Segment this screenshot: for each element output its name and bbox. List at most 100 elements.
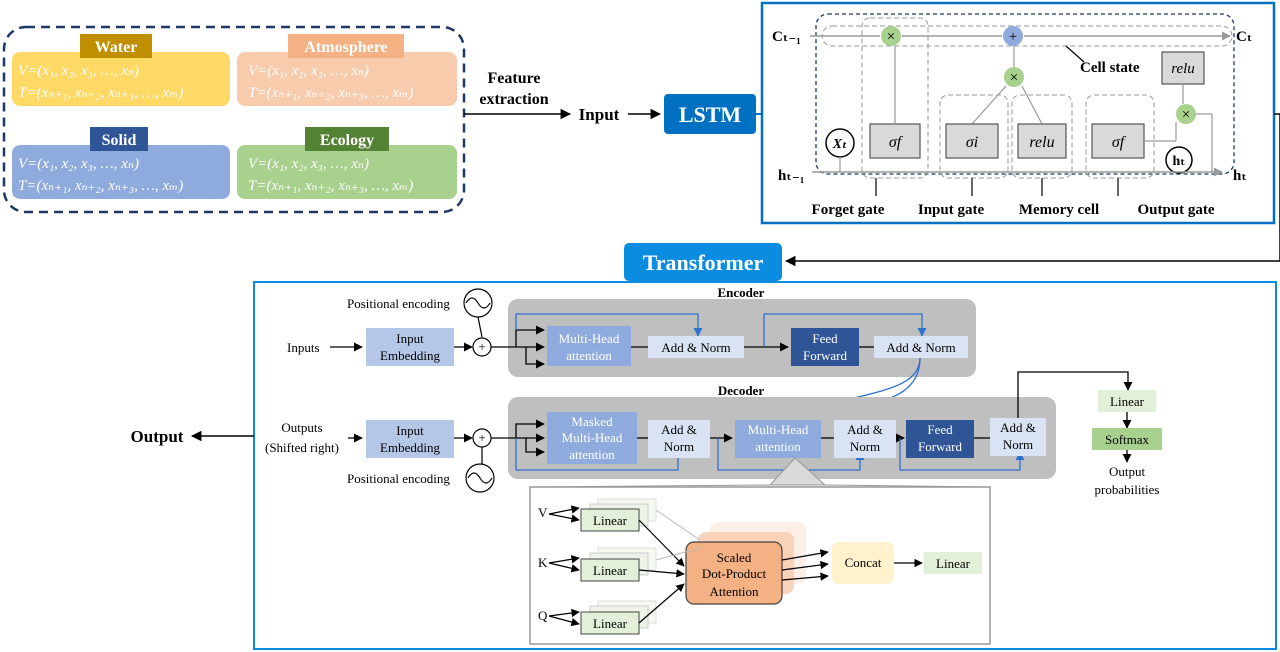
ecology-card: Ecology V=(x₁, x₂, x₃, …, xₙ) T=(xₙ₊₁, x… — [237, 127, 457, 199]
attention-detail: V K Q Linear Linear Linear — [538, 498, 982, 635]
decoder-add-norm-2b: Norm — [850, 439, 880, 454]
input-sigma-box: σi — [966, 134, 978, 151]
atmosphere-title: Atmosphere — [304, 39, 387, 56]
encoder-title: Encoder — [718, 285, 765, 300]
encoder-mha-2: attention — [566, 348, 612, 363]
k-label: K — [538, 555, 548, 570]
transformer-badge: Transformer — [624, 243, 782, 281]
masked-mha-1: Masked — [571, 414, 613, 429]
encoder-ff-2: Forward — [803, 348, 848, 363]
c-prev-label: Cₜ₋₁ — [772, 29, 801, 45]
scaled-3: Attention — [709, 584, 759, 599]
decoder-mha-1: Multi-Head — [748, 422, 809, 437]
encoder-add-norm-2: Add & Norm — [886, 340, 955, 355]
masked-mha-3: attention — [569, 447, 615, 462]
h-t-node — [1165, 146, 1193, 174]
decoder-add-norm-2a: Add & — [847, 422, 883, 437]
water-card: Water V=(x₁, x₂, x₃, …, xₙ) T=(xₙ₊₁, xₙ₊… — [12, 34, 230, 106]
scaled-1: Scaled — [717, 550, 752, 565]
forget-multiply-node — [881, 26, 901, 46]
concat-box: Concat — [845, 555, 882, 570]
ecology-title: Ecology — [320, 132, 374, 149]
forget-gate-label: Forget gate — [812, 202, 885, 218]
ecology-t-line: T=(xₙ₊₁, xₙ₊₂, xₙ₊₃, …, xₘ) — [248, 178, 413, 194]
c-next-label: Cₜ — [1236, 29, 1252, 45]
final-linear: Linear — [936, 556, 971, 571]
memory-relu-box: relu — [1029, 134, 1054, 151]
positional-encoding-top: Positional encoding — [347, 296, 450, 311]
encoder-embedding-2: Embedding — [380, 348, 440, 363]
decoder-embedding-2: Embedding — [380, 440, 440, 455]
memory-cell-label: Memory cell — [1019, 202, 1099, 218]
encoder-add-norm-1: Add & Norm — [661, 340, 730, 355]
solid-title: Solid — [102, 132, 137, 149]
v-linear: Linear — [593, 513, 628, 528]
output-multiply-node — [1176, 104, 1196, 124]
q-linear: Linear — [593, 616, 628, 631]
scaled-2: Dot-Product — [702, 566, 767, 581]
encoder-ff-1: Feed — [812, 331, 838, 346]
decoder-add-norm-1a: Add & — [661, 422, 697, 437]
decoder-add-norm-1b: Norm — [664, 439, 694, 454]
feature-extraction-label-1: Feature — [487, 70, 540, 87]
output-probabilities-1: Output — [1109, 464, 1146, 479]
outputs-label-1: Outputs — [281, 420, 322, 435]
ecology-v-line: V=(x₁, x₂, x₃, …, xₙ) — [248, 156, 369, 172]
svg-text:+: + — [478, 339, 485, 354]
decoder-add-norm-3a: Add & — [1000, 420, 1036, 435]
svg-text:+: + — [478, 430, 485, 445]
decoder-title: Decoder — [718, 383, 764, 398]
lstm-cell-panel: Cₜ₋₁ Cₜ × + Cell state relu × × σf — [760, 1, 1276, 225]
svg-text:×: × — [1182, 107, 1190, 123]
lstm-label: LSTM — [679, 102, 742, 127]
atmosphere-v-line: V=(x₁, x₂, x₃, …, xₙ) — [248, 63, 369, 79]
cell-add-node — [1003, 26, 1023, 46]
decoder-ff-1: Feed — [927, 422, 953, 437]
decoder-mha-2: attention — [755, 439, 801, 454]
input-multiply-node — [1004, 67, 1024, 87]
decoder-add-norm-3b: Norm — [1003, 437, 1033, 452]
input-label: Input — [579, 105, 620, 124]
output-probabilities-2: probabilities — [1095, 482, 1160, 497]
svg-text:×: × — [887, 29, 895, 45]
solid-t-line: T=(xₙ₊₁, xₙ₊₂, xₙ₊₃, …, xₘ) — [18, 178, 183, 194]
feature-extraction-label-2: extraction — [479, 91, 548, 108]
cell-state-label: Cell state — [1080, 60, 1140, 76]
outputs-label-2: (Shifted right) — [265, 440, 339, 455]
head-softmax: Softmax — [1105, 432, 1150, 447]
transformer-label: Transformer — [643, 250, 764, 275]
decoder-embedding-1: Input — [396, 423, 424, 438]
atmosphere-t-line: T=(xₙ₊₁, xₙ₊₂, xₙ₊₃, …, xₘ) — [248, 85, 413, 101]
encoder-embedding-1: Input — [396, 331, 424, 346]
encoder-mha-1: Multi-Head — [559, 331, 620, 346]
feature-extraction-flow: Feature extraction Input — [464, 70, 662, 124]
inputs-label: Inputs — [287, 340, 320, 355]
forget-sigma-box: σf — [889, 134, 904, 151]
atmosphere-card: Atmosphere V=(x₁, x₂, x₃, …, xₙ) T=(xₙ₊₁… — [237, 34, 457, 106]
water-t-line: T=(xₙ₊₁, xₙ₊₂, xₙ₊₃, …, xₘ) — [18, 85, 183, 101]
output-gate-label: Output gate — [1137, 202, 1214, 218]
k-linear: Linear — [593, 563, 628, 578]
solid-card: Solid V=(x₁, x₂, x₃, …, xₙ) T=(xₙ₊₁, xₙ₊… — [12, 127, 230, 199]
h-prev-label: hₜ₋₁ — [778, 168, 804, 184]
solid-v-line: V=(x₁, x₂, x₃, …, xₙ) — [18, 156, 139, 172]
svg-text:hₜ: hₜ — [1173, 154, 1186, 169]
masked-mha-2: Multi-Head — [562, 430, 623, 445]
water-title: Water — [95, 39, 138, 56]
v-label: V — [538, 505, 548, 520]
head-linear: Linear — [1110, 394, 1145, 409]
input-panel: Water V=(x₁, x₂, x₃, …, xₙ) T=(xₙ₊₁, xₙ₊… — [2, 25, 466, 214]
relu-output-box: relu — [1171, 61, 1195, 77]
transformer-panel: Encoder Positional encoding Inputs Input… — [253, 281, 1277, 650]
output-sigma-box: σf — [1112, 134, 1127, 151]
lstm-badge: LSTM — [664, 94, 762, 134]
svg-text:×: × — [1010, 70, 1018, 86]
output-label: Output — [131, 427, 184, 446]
positional-encoding-bottom: Positional encoding — [347, 471, 450, 486]
input-gate-label: Input gate — [918, 202, 985, 218]
svg-text:+: + — [1009, 29, 1017, 45]
q-label: Q — [538, 608, 548, 623]
decoder-ff-2: Forward — [918, 439, 963, 454]
lstm-to-transformer-arrow — [784, 113, 1280, 267]
